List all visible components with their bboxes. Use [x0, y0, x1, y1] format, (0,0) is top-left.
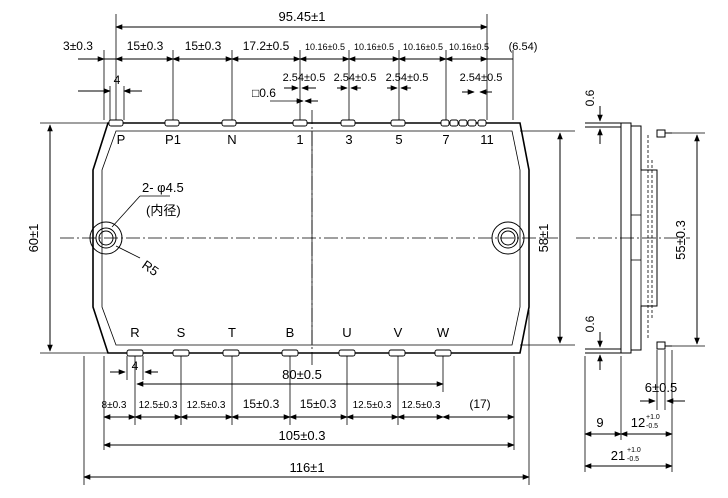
terminal-label-11: 11 [480, 132, 494, 147]
bottom-dimensions: 4 80±0.5 8±0.3 12.5±0.3 12.5±0.3 15±0.3 … [83, 310, 530, 485]
terminal-label-p1: P1 [165, 132, 181, 147]
dim-end: (6.54) [509, 41, 538, 53]
dim-side-top-thickness: 0.6 [583, 89, 597, 106]
dim-overall-width: 116±1 [289, 460, 324, 475]
dim-pitch-5: 10.16±0.5 [354, 42, 394, 52]
side-view [585, 122, 672, 354]
top-terminal-pads [108, 119, 487, 127]
dim-bottom-3: 15±0.3 [243, 397, 280, 411]
dim-pitch-7: 10.16±0.5 [449, 42, 489, 52]
dim-pitch-3: 17.2±0.5 [243, 39, 290, 53]
dim-bottom-1: 12.5±0.3 [139, 400, 178, 411]
terminal-label-v: V [394, 325, 403, 340]
dim-side-bottom-thickness: 0.6 [583, 315, 597, 332]
dim-height-right: 58±1 [536, 224, 551, 253]
terminal-label-7: 7 [442, 132, 449, 147]
dim-bottom-5: 12.5±0.3 [353, 400, 392, 411]
dim-body-depth-tol-down: -0.5 [646, 423, 658, 430]
dim-base-width: 105±0.3 [279, 428, 326, 443]
dim-base-offset: 9 [596, 415, 603, 430]
dim-square-pin: □0.6 [252, 86, 276, 100]
top-terminal-labels: P P1 N 1 3 5 7 11 [117, 132, 494, 147]
hole-note: 2- φ4.5 (内径) R5 [111, 180, 184, 279]
terminal-label-s: S [177, 325, 186, 340]
dim-pitch-4: 10.16±0.5 [305, 42, 345, 52]
terminal-label-r: R [130, 325, 139, 340]
dim-pitch-2: 15±0.3 [185, 39, 222, 53]
dim-pin-spacing: 55±0.3 [673, 220, 688, 260]
dim-total-depth-tol-down: -0.5 [627, 456, 639, 463]
radius-note: R5 [139, 257, 161, 279]
dim-bottom-4: 15±0.3 [300, 397, 337, 411]
dim-bottom-6: 12.5±0.3 [402, 400, 441, 411]
terminal-label-w: W [437, 325, 450, 340]
dim-bottom-0: 8±0.3 [102, 400, 127, 411]
dim-pin-c: 2.54±0.5 [386, 72, 429, 84]
dim-bottom-2: 12.5±0.3 [187, 400, 226, 411]
dim-edge: 3±0.3 [63, 39, 93, 53]
dim-body-depth: 12 [631, 415, 645, 430]
hole-diameter-note: 2- φ4.5 [142, 180, 184, 195]
side-dimensions: 60±1 58±1 [26, 122, 575, 354]
terminal-label-5: 5 [395, 132, 402, 147]
top-dimensions: 95.45±1 3±0.3 15±0.3 15±0.3 17.2±0.5 10.… [63, 9, 537, 120]
dim-total-depth: 21 [611, 448, 625, 463]
dim-overall-pitch: 95.45±1 [279, 9, 326, 24]
dim-pin-offset: 6±0.5 [645, 380, 677, 395]
bottom-terminal-pads [126, 349, 452, 357]
terminal-label-3: 3 [345, 132, 352, 147]
terminal-label-b: B [286, 325, 295, 340]
dim-pin-a: 2.54±0.5 [283, 72, 326, 84]
dim-pin-d: 2.54±0.5 [460, 72, 503, 84]
bottom-terminal-labels: R S T B U V W [130, 325, 450, 340]
hole-inner-note: (内径) [146, 203, 181, 218]
dim-pin-width: 4 [114, 73, 121, 87]
side-view-dimensions: 0.6 0.6 55±0.3 6±0.5 9 12 +1.0 -0.5 21 +… [583, 89, 705, 472]
dim-pin-b: 2.54±0.5 [334, 72, 377, 84]
terminal-label-u: U [342, 325, 351, 340]
terminal-label-1: 1 [296, 132, 303, 147]
dim-pitch-1: 15±0.3 [127, 39, 164, 53]
terminal-label-t: T [228, 325, 236, 340]
dim-body-depth-tol-up: +1.0 [646, 414, 660, 421]
dim-total-depth-tol-up: +1.0 [627, 447, 641, 454]
dim-bottom-span: 80±0.5 [282, 367, 322, 382]
dim-height-left: 60±1 [26, 224, 41, 253]
dim-pitch-6: 10.16±0.5 [403, 42, 443, 52]
terminal-label-p: P [117, 132, 126, 147]
terminal-label-n: N [227, 132, 236, 147]
dim-bottom-7: (17) [469, 397, 490, 411]
